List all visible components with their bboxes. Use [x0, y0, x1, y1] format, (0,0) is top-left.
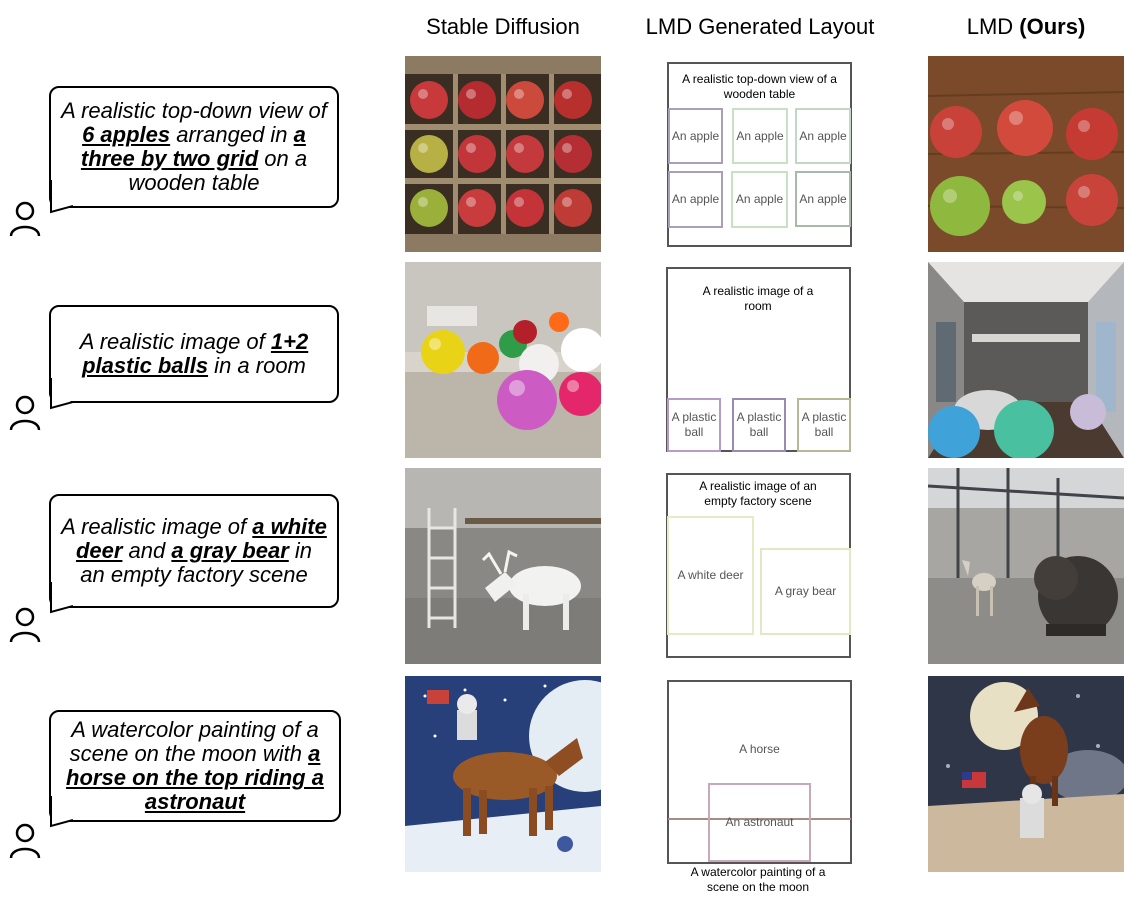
layout-box-horse: A horse: [668, 681, 851, 820]
layout-box-gray-bear: A gray bear: [760, 548, 851, 635]
lmd-image-apples-grid: [928, 56, 1124, 252]
header-ours-text: (Ours): [1019, 14, 1086, 39]
layout-caption-4: A watercolor painting of a scene on the …: [690, 865, 826, 894]
prompt-bubble-4: A watercolor painting of a scene on the …: [49, 710, 341, 822]
bubble-tail-4: [50, 796, 73, 828]
sd-image-astronaut-horse-moon: [405, 676, 601, 872]
layout-box-apple: An apple: [795, 108, 851, 164]
bubble-tail-2: [50, 378, 73, 410]
user-icon: [9, 823, 41, 859]
prompt-bubble-3: A realistic image of a white deer and a …: [49, 494, 339, 608]
prompt-bubble-2: A realistic image of 1+2 plastic balls i…: [49, 305, 339, 403]
column-header-lmd-layout: LMD Generated Layout: [645, 14, 875, 39]
prompt-text-3: A realistic image of a white deer and a …: [61, 514, 327, 587]
user-icon: [9, 395, 41, 431]
layout-canvas-2: [666, 267, 851, 452]
user-icon: [9, 607, 41, 643]
layout-box-white-deer: A white deer: [667, 516, 754, 635]
prompt-text-1: A realistic top-down view of 6 apples ar…: [61, 98, 327, 195]
sd-image-white-deer-factory: [405, 468, 601, 664]
layout-caption-2: A realistic image of a room: [702, 284, 814, 313]
lmd-image-deer-bear-factory: [928, 468, 1124, 664]
prompt-text-4: A watercolor painting of a scene on the …: [66, 717, 324, 814]
prompt-bubble-1: A realistic top-down view of 6 apples ar…: [49, 86, 339, 208]
layout-box-plastic-ball: A plastic ball: [732, 398, 786, 452]
header-lmd-text: LMD: [966, 14, 1020, 39]
column-header-lmd-ours: LMD (Ours): [928, 14, 1124, 40]
column-header-stable-diffusion: Stable Diffusion: [426, 14, 580, 39]
user-icon: [9, 201, 41, 237]
bubble-tail-3: [50, 582, 73, 614]
prompt-text-2: A realistic image of 1+2 plastic balls i…: [79, 329, 309, 378]
lmd-image-horse-astronaut-moon: [928, 676, 1124, 872]
sd-image-plastic-balls: [405, 262, 601, 458]
layout-caption-3: A realistic image of an empty factory sc…: [699, 479, 817, 508]
layout-canvas-1: [667, 62, 852, 247]
layout-box-apple: An apple: [668, 171, 723, 228]
bubble-tail-1: [50, 180, 73, 214]
layout-box-astronaut: An astronaut: [708, 783, 811, 862]
layout-box-apple: An apple: [731, 171, 788, 228]
layout-box-apple: An apple: [668, 108, 723, 164]
layout-box-plastic-ball: A plastic ball: [797, 398, 851, 452]
layout-caption-1: A realistic top-down view of a wooden ta…: [682, 72, 837, 101]
sd-image-apples-crate: [405, 56, 601, 252]
layout-box-apple: An apple: [732, 108, 788, 164]
layout-box-apple: An apple: [795, 171, 851, 227]
layout-box-plastic-ball: A plastic ball: [667, 398, 721, 452]
layout-canvas-4: [667, 680, 852, 864]
lmd-image-room-balls: [928, 262, 1124, 458]
